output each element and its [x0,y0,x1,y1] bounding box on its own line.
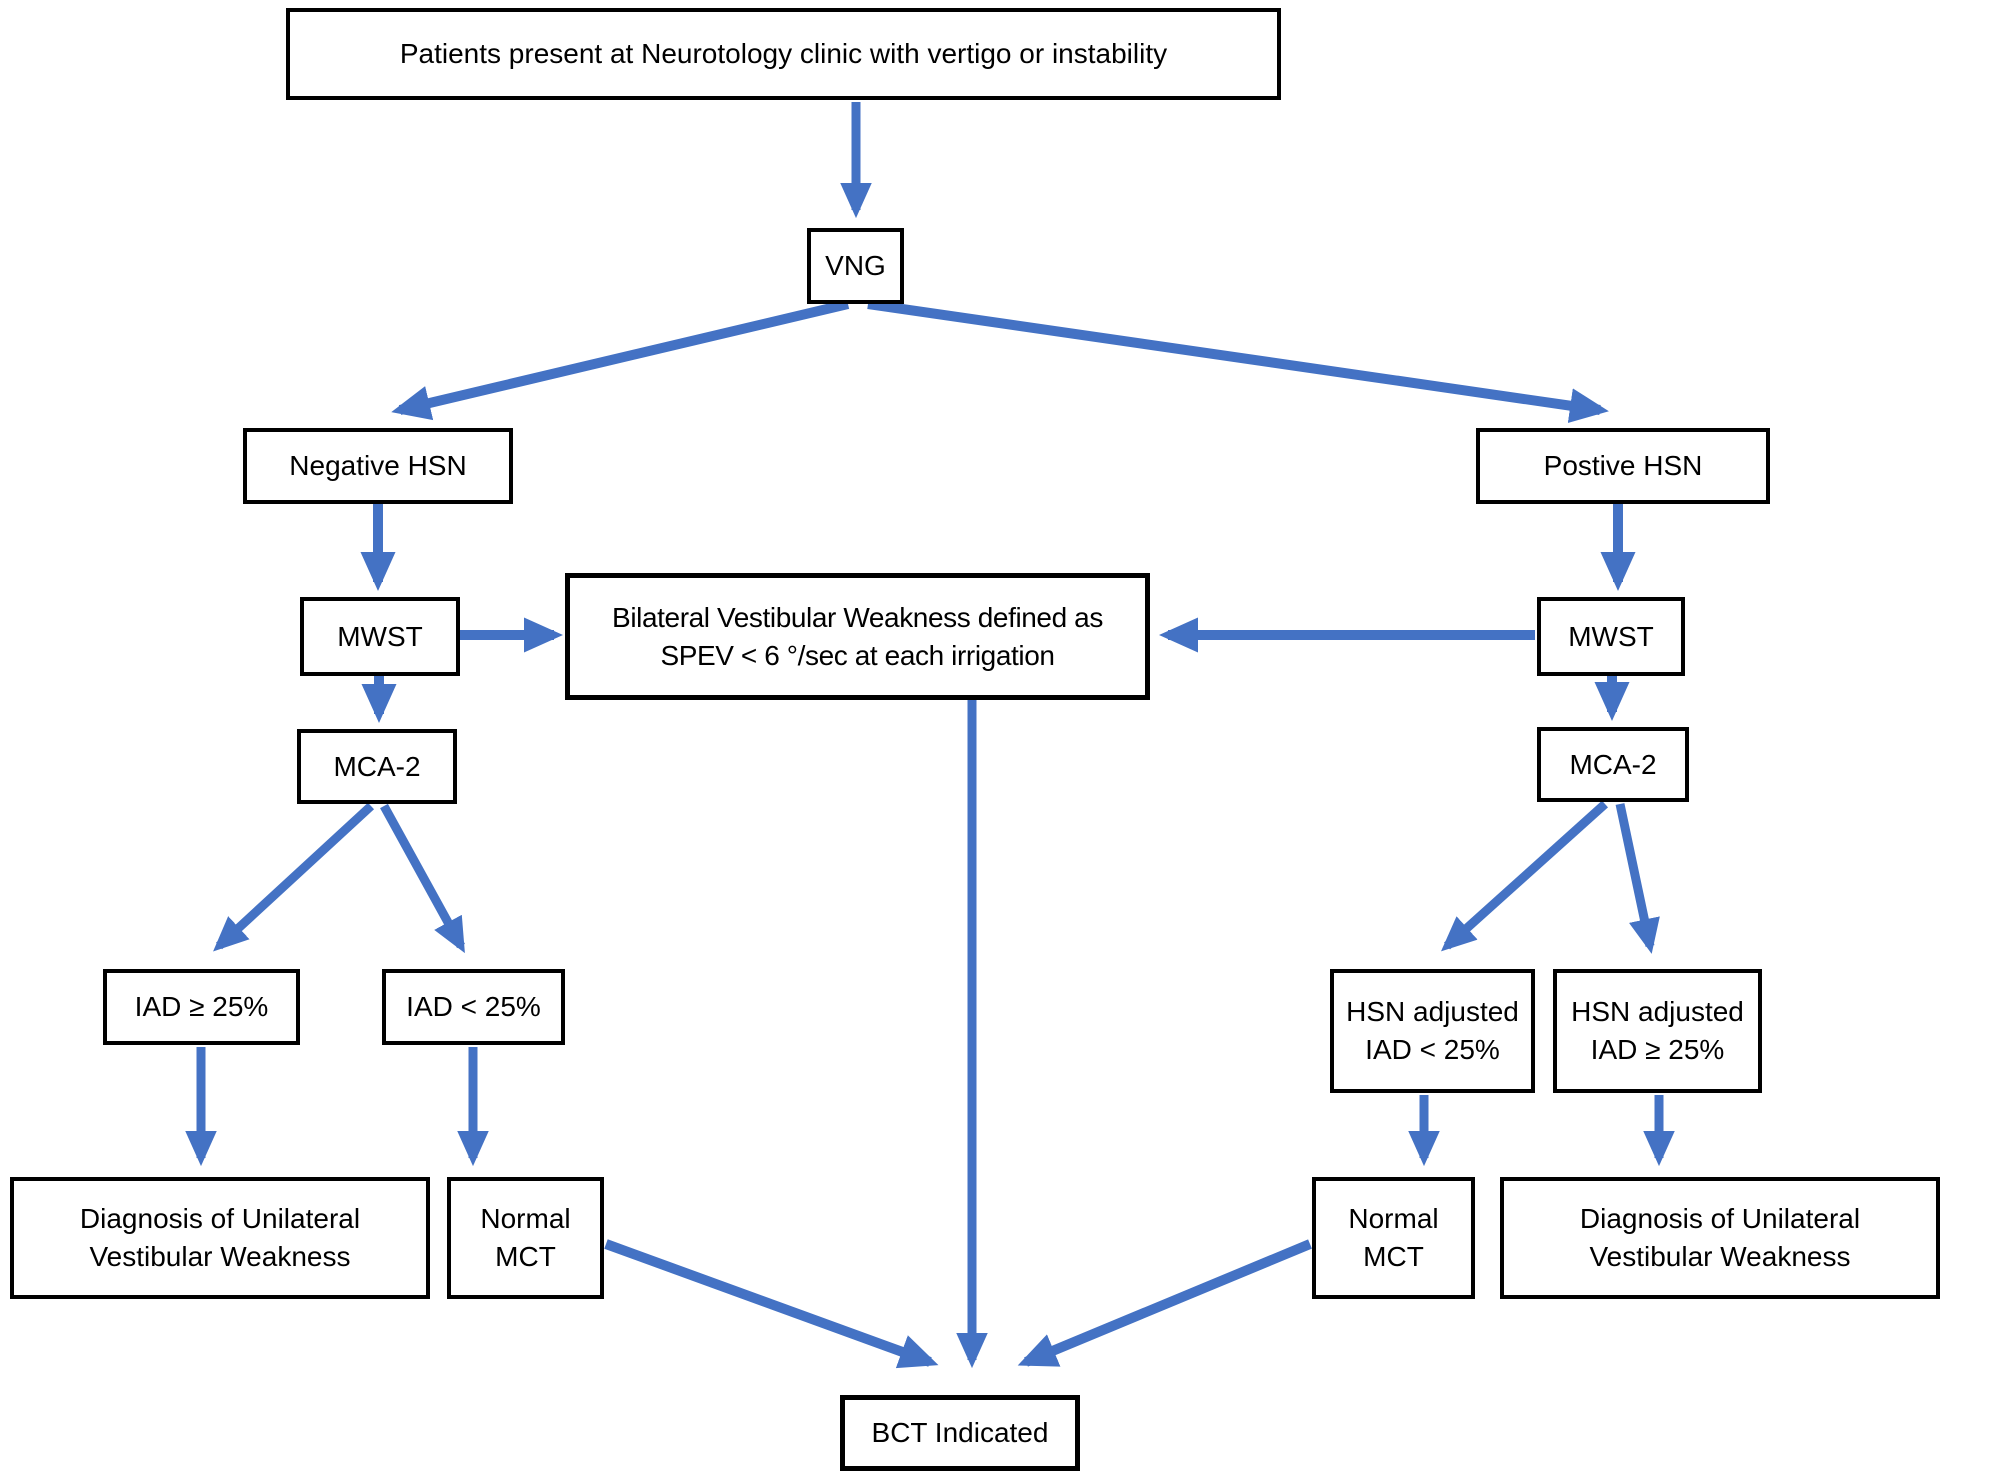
node-bilateral-line2: SPEV < 6 °/sec at each irrigation [660,639,1055,671]
node-vng-label: VNG [825,250,886,282]
node-normal-mct-right-line2: MCT [1363,1241,1424,1272]
node-hsn-adjusted-lt-line2: IAD < 25% [1365,1034,1500,1065]
node-normal-mct-right-line1: Normal [1348,1203,1439,1235]
node-hsn-adjusted-iad-ge-25-box: HSN adjusted IAD ≥ 25% [1553,969,1762,1093]
node-diagnosis-left-line2: Vestibular Weakness [89,1241,351,1272]
node-patients-box: Patients present at Neurotology clinic w… [286,8,1281,100]
node-hsn-adjusted-lt-line1: HSN adjusted [1346,996,1519,1028]
arrow-mca2-to-iad-ge [213,802,375,952]
node-diagnosis-unilateral-right-box: Diagnosis of Unilateral Vestibular Weakn… [1500,1177,1940,1299]
node-hsn-adjusted-ge-line1: HSN adjusted [1571,996,1744,1028]
node-mwst-right-label: MWST [1568,620,1654,652]
arrow-vng-to-negative-hsn [391,299,850,421]
node-mca2-left-label: MCA-2 [333,750,421,782]
node-diagnosis-unilateral-left-box: Diagnosis of Unilateral Vestibular Weakn… [10,1177,430,1299]
node-mca2-right-label: MCA-2 [1569,748,1657,780]
node-bct-label: BCT Indicated [871,1417,1049,1449]
node-mwst-left-box: MWST [300,597,460,676]
node-iad-ge-25-left-label: IAD ≥ 25% [134,991,269,1023]
node-mwst-right-box: MWST [1537,597,1685,676]
node-postive-hsn-box: Postive HSN [1476,428,1770,504]
arrow-vng-to-postive-hsn [867,299,1609,424]
arrow-normal-mct-right-to-bct [1017,1239,1312,1367]
node-mca2-right-box: MCA-2 [1537,727,1689,802]
node-normal-mct-left-line2: MCT [495,1241,556,1272]
node-normal-mct-left-line1: Normal [480,1203,571,1235]
arrow-normal-mct-left-to-bct [604,1239,939,1369]
arrow-mca2-to-iad-lt [380,803,465,954]
node-hsn-adjusted-iad-lt-25-box: HSN adjusted IAD < 25% [1330,969,1535,1093]
node-mca2-left-box: MCA-2 [297,729,457,804]
arrow-mca2-to-hsn-adj-ge [1615,803,1660,954]
node-normal-mct-left-box: Normal MCT [447,1177,604,1299]
node-negative-hsn-box: Negative HSN [243,428,513,504]
node-postive-hsn-label: Postive HSN [1543,450,1703,482]
node-diagnosis-left-line1: Diagnosis of Unilateral [79,1203,361,1235]
node-mwst-left-label: MWST [337,620,423,652]
arrow-mca2-to-hsn-adj-lt [1440,800,1609,952]
node-iad-lt-25-left-box: IAD < 25% [382,969,565,1045]
node-negative-hsn-label: Negative HSN [289,450,467,482]
node-bct-indicated-box: BCT Indicated [840,1395,1080,1471]
node-iad-ge-25-left-box: IAD ≥ 25% [103,969,300,1045]
node-patients-label: Patients present at Neurotology clinic w… [399,38,1168,70]
node-iad-lt-25-left-label: IAD < 25% [406,991,541,1023]
node-diagnosis-right-line2: Vestibular Weakness [1589,1241,1851,1272]
node-bilateral-definition-box: Bilateral Vestibular Weakness defined as… [565,573,1150,700]
node-vng-box: VNG [807,228,904,304]
node-diagnosis-right-line1: Diagnosis of Unilateral [1579,1203,1861,1235]
node-bilateral-line1: Bilateral Vestibular Weakness defined as [612,601,1103,633]
node-hsn-adjusted-ge-line2: IAD ≥ 25% [1590,1034,1725,1065]
node-normal-mct-right-box: Normal MCT [1312,1177,1475,1299]
